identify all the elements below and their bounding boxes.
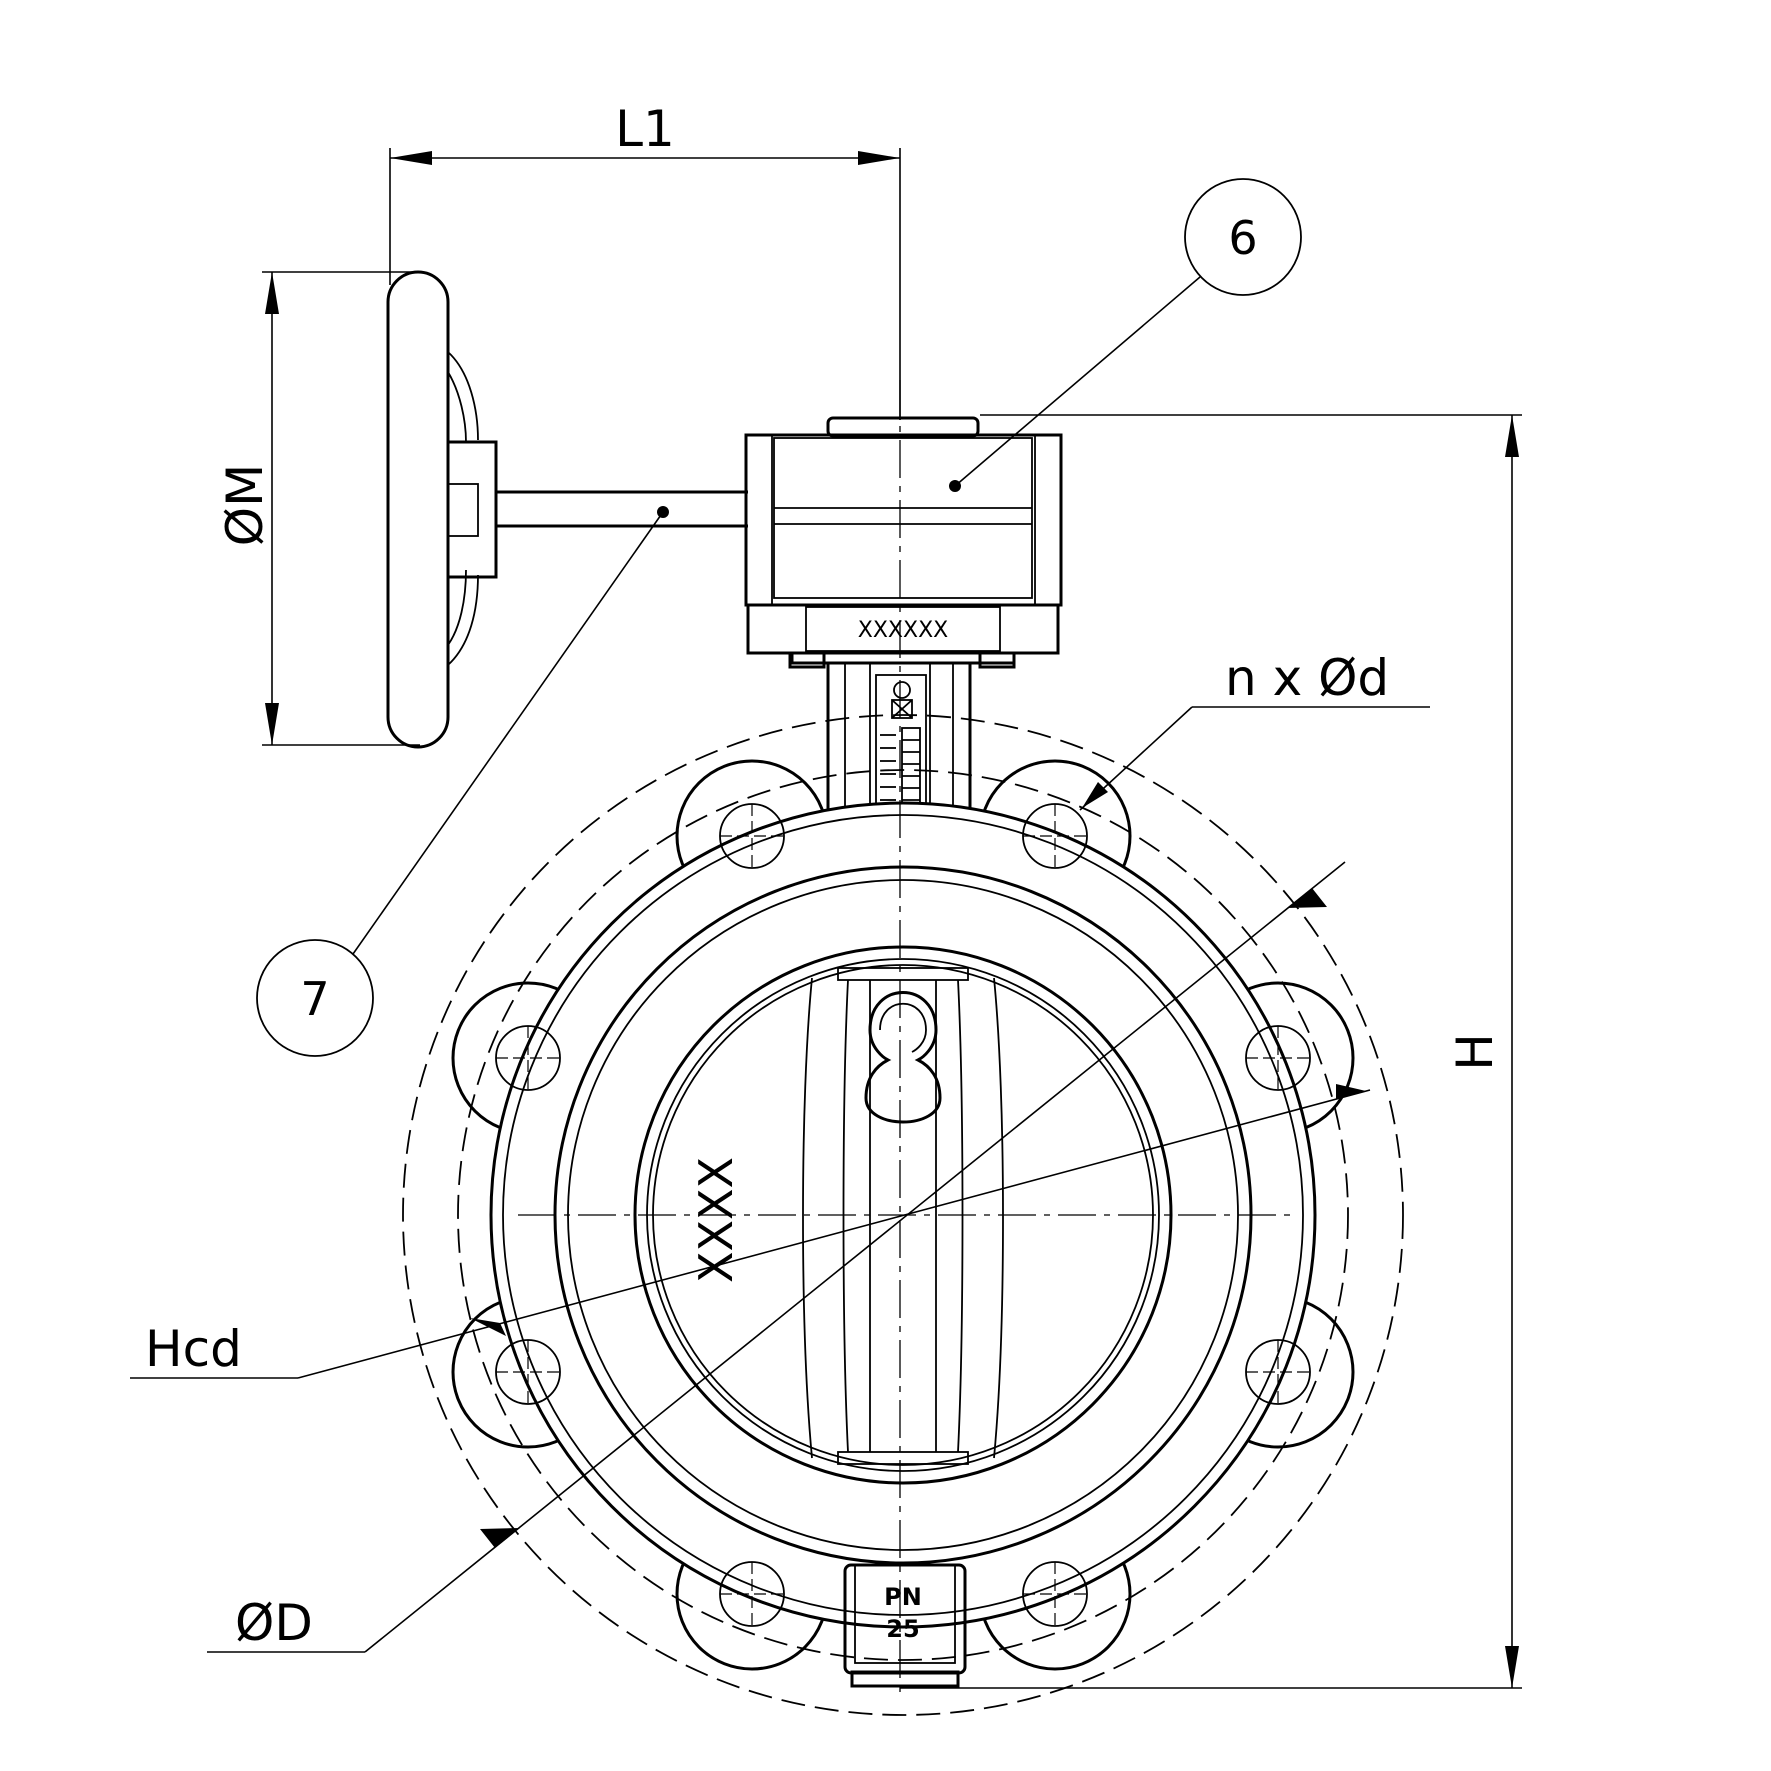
- dimension-label-hcd: Hcd: [145, 1320, 242, 1378]
- dimension-d: ØD: [207, 861, 1346, 1653]
- bolt-hole-centres: [496, 804, 1310, 1626]
- bottom-trunnion: PN 25: [843, 1563, 967, 1688]
- gearbox-marking: XXXXXX: [858, 618, 948, 643]
- disc-marking: XXXX: [689, 1157, 743, 1283]
- pressure-marking-pn: PN: [884, 1583, 922, 1611]
- dimension-m: ØM: [216, 271, 420, 746]
- dimension-n-d: n x Ød: [1079, 649, 1430, 811]
- callout-7: 7: [256, 506, 669, 1057]
- dimension-label-h: H: [1446, 1033, 1504, 1071]
- dimension-label-m: ØM: [216, 464, 274, 547]
- flange-outline: [402, 714, 1404, 1716]
- callout-7-number: 7: [300, 972, 329, 1026]
- dimension-label-l1: L1: [615, 100, 675, 158]
- bolt-circle: [457, 769, 1349, 1661]
- dimension-hcd: Hcd: [130, 1084, 1371, 1379]
- handwheel: [386, 270, 748, 749]
- callout-6: 6: [949, 178, 1302, 492]
- dimension-label-n-d: n x Ød: [1225, 649, 1389, 707]
- gearbox: XXXXXX: [744, 416, 1063, 669]
- callout-6-number: 6: [1228, 211, 1257, 265]
- dimension-h: H: [900, 414, 1522, 1689]
- pressure-marking-value: 25: [886, 1615, 919, 1643]
- dimension-label-d: ØD: [235, 1594, 313, 1652]
- dimension-l1: L1: [389, 100, 901, 420]
